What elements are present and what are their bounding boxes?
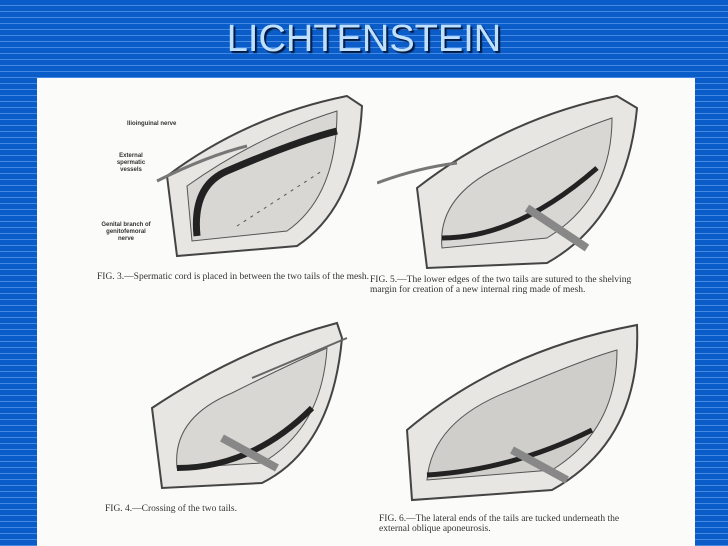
label-genital-branch: Genital branch of genitofemoral nerve [101, 222, 151, 242]
label-ilioinguinal-nerve: Ilioinguinal nerve [127, 121, 177, 127]
fig3-illustration [156, 94, 364, 258]
fig4-caption: FIG. 4.—Crossing of the two tails. [105, 504, 237, 514]
fig6-illustration [405, 323, 639, 502]
fig3-caption: FIG. 3.—Spermatic cord is placed in betw… [97, 272, 370, 282]
slide-title: LICHTENSTEIN [226, 18, 502, 60]
scanned-illustration-page: Ilioinguinal nerve External spermatic ve… [37, 78, 695, 546]
fig5-illustration [377, 94, 639, 270]
label-external-spermatic-vessels: External spermatic vessels [116, 153, 146, 173]
fig6-caption: FIG. 6.—The lateral ends of the tails ar… [379, 514, 620, 534]
fig5-caption: FIG. 5.—The lower edges of the two tails… [370, 275, 632, 295]
fig4-illustration [150, 321, 348, 490]
